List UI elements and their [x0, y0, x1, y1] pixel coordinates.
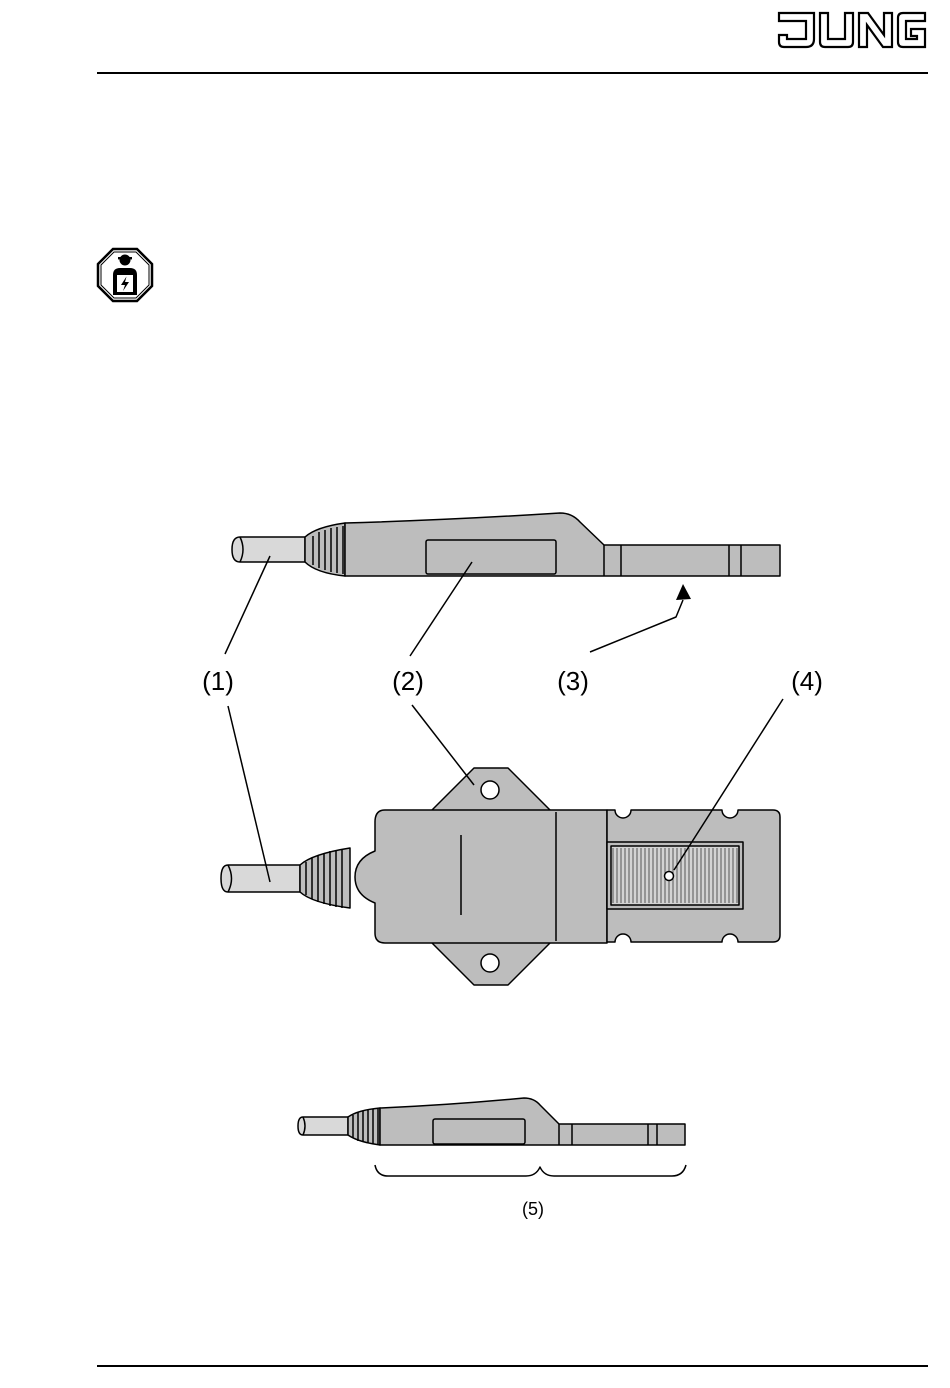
callout-5: (5)	[498, 1198, 568, 1220]
callout-3: (3)	[538, 666, 608, 696]
callout-4: (4)	[772, 666, 842, 696]
side-view-small	[298, 1098, 685, 1145]
side-view-top	[232, 513, 780, 576]
callout-1: (1)	[183, 666, 253, 696]
footer-rule	[97, 1365, 928, 1367]
callout-2: (2)	[373, 666, 443, 696]
top-view	[221, 768, 780, 985]
